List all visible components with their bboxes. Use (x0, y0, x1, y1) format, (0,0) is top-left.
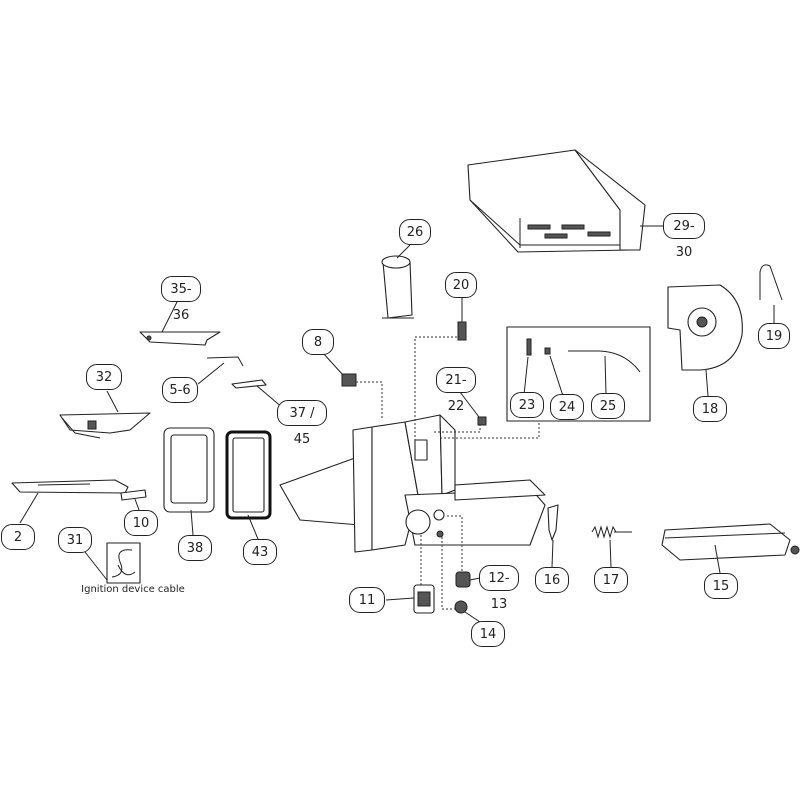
callout-15: 15 (704, 573, 738, 599)
callout-11: 11 (349, 587, 385, 613)
part-20 (457, 298, 467, 341)
callout-20: 20 (445, 272, 477, 298)
callout-43: 43 (243, 539, 277, 565)
part-2-grate (11, 479, 129, 524)
callout-38: 38 (178, 535, 212, 561)
callout-14: 14 (471, 621, 505, 647)
callout-25: 25 (591, 393, 625, 419)
callout-37-45: 37 / 45 (277, 400, 327, 447)
part-11 (385, 584, 435, 614)
part-31-cable (84, 542, 141, 584)
callout-26: 26 (399, 219, 431, 245)
callout-21-22: 21-22 (436, 367, 476, 414)
part-18-fan (667, 284, 743, 397)
callout-2: 2 (1, 524, 35, 550)
part-29-30-lid (467, 149, 665, 253)
callout-8: 8 (302, 329, 334, 355)
callout-23: 23 (510, 392, 544, 418)
part-21-22 (459, 391, 487, 426)
part-burner-body (279, 414, 546, 553)
part-16 (547, 504, 559, 568)
callout-10: 10 (124, 510, 158, 536)
part-10 (120, 489, 147, 511)
callout-35-36: 35-36 (161, 276, 201, 323)
callout-19: 19 (758, 323, 790, 349)
ignition-cable-caption: Ignition device cable (81, 584, 185, 595)
part-26-tube (381, 244, 414, 319)
part-15 (661, 523, 800, 574)
callout-29-30: 29-30 (663, 213, 705, 260)
part-37-45 (231, 379, 284, 409)
callout-18: 18 (693, 396, 727, 422)
connection-lines (356, 336, 540, 610)
part-17-spring (591, 525, 632, 568)
callout-12-13: 12-13 (479, 565, 519, 612)
callout-17: 17 (594, 567, 628, 593)
part-19 (759, 264, 783, 323)
part-5-6 (197, 356, 244, 385)
part-14 (454, 600, 481, 623)
callout-16: 16 (535, 567, 569, 593)
callout-5-6: 5-6 (162, 377, 198, 403)
part-38-gasket (163, 427, 215, 536)
callout-24: 24 (550, 394, 584, 420)
part-35-36 (139, 299, 221, 346)
callout-31: 31 (58, 527, 92, 553)
callout-32: 32 (86, 364, 122, 390)
part-8 (322, 352, 357, 387)
part-43-gasket (225, 430, 272, 540)
part-12-13 (455, 571, 481, 588)
part-32 (59, 390, 151, 439)
